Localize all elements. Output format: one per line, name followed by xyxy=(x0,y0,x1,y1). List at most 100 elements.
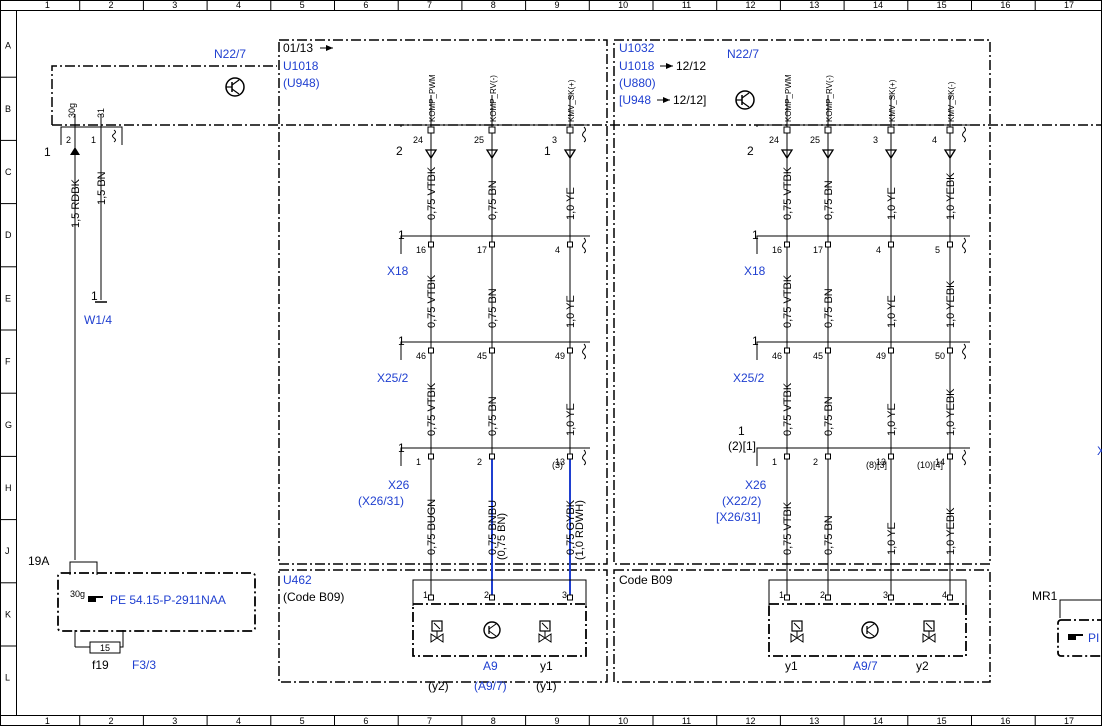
column-label: 15 xyxy=(937,0,947,10)
column-label: 4 xyxy=(236,0,241,10)
wire-column: KMV_SK(+)31,0 YE1,0 YE1,0 YE0,75 GYBK449… xyxy=(552,79,577,601)
column-label: 3 xyxy=(172,0,177,10)
connector-pin: 2 xyxy=(477,457,482,467)
ground-pin: 1 xyxy=(91,289,98,303)
component-pin: 1 xyxy=(779,590,784,600)
connector-pin: 13 xyxy=(876,457,886,467)
column-label: 1 xyxy=(45,716,50,726)
connector-pin: 45 xyxy=(813,351,823,361)
x26-label: X26 xyxy=(388,478,410,492)
signal-label: KMV_SK(+) xyxy=(567,79,576,122)
x26-one: 1 xyxy=(738,424,745,438)
wire-label: 0,75 BN xyxy=(823,180,835,220)
terminal-30g: 30g xyxy=(67,103,77,118)
column-label: 2 xyxy=(109,0,114,10)
u948-label: [U948 xyxy=(619,93,651,107)
pe-partial-link[interactable]: PI xyxy=(1088,631,1099,645)
column-label: 8 xyxy=(491,716,496,726)
n22-7-label: N22/7 xyxy=(727,47,759,61)
n22-7-label: N22/7 xyxy=(214,47,246,61)
column-label: 14 xyxy=(873,716,883,726)
signal-label: KOMP_RV(-) xyxy=(489,75,498,122)
row-label: A xyxy=(5,41,11,51)
column-label: 12 xyxy=(746,0,756,10)
fuse-label: f19 xyxy=(92,658,109,672)
node-2: 2 xyxy=(747,144,754,158)
y1-label: y1 xyxy=(785,659,798,673)
pin-number: 24 xyxy=(769,135,779,145)
y2-alt-label: (y2) xyxy=(428,679,449,693)
wire-label: 0,75 VTBK xyxy=(782,382,794,436)
x26-sub: (10)[4] xyxy=(917,460,943,470)
column-label: 11 xyxy=(682,0,691,10)
pe-ref-link[interactable]: PE 54.15-P-2911NAA xyxy=(110,593,226,607)
mr1-label: MR1 xyxy=(1032,589,1058,603)
terminal-30g-lower: 30g xyxy=(70,589,85,599)
column-label: 15 xyxy=(937,716,947,726)
wire-label: 1,0 YE xyxy=(565,403,577,436)
y1-alt-label: (y1) xyxy=(536,679,557,693)
u880-label: (U880) xyxy=(619,76,656,90)
x26-one: 1 xyxy=(398,441,405,455)
column-label: 10 xyxy=(618,0,628,10)
u948-ref: 12/12] xyxy=(673,93,706,107)
wire-label: 1,0 YE xyxy=(565,295,577,328)
x18-one: 1 xyxy=(752,228,759,242)
wire-label: 0,75 VTBK xyxy=(782,274,794,328)
right-circuit: U1032 U1018 12/12 (U880) [U948 12/12] N2… xyxy=(613,39,991,683)
x26-alt2-label: [X26/31] xyxy=(716,510,761,524)
signal-label: KMV_SK(-) xyxy=(947,81,956,122)
fuse-number: 15 xyxy=(100,643,110,653)
column-label: 17 xyxy=(1064,716,1074,726)
wire-alt-label: (0,75 BN) xyxy=(496,513,508,560)
wire-alt-label: (1,0 RDWH) xyxy=(574,500,586,560)
connector-pin: 45 xyxy=(477,351,487,361)
wire-label: 0,75 VTBK xyxy=(426,274,438,328)
y1-label: y1 xyxy=(540,659,553,673)
x25-label: X25/2 xyxy=(733,371,765,385)
u1018-label: U1018 xyxy=(619,59,655,73)
node-1: 1 xyxy=(44,145,51,159)
a9-label: A9 xyxy=(483,659,498,673)
column-label: 6 xyxy=(363,0,368,10)
left-circuit: N22/7 30g 31 2 1 1 1,5 RDBK 1,5 BN 1 W1/… xyxy=(28,47,1102,672)
fuse-ref: F3/3 xyxy=(132,658,156,672)
row-label: H xyxy=(5,483,12,493)
x26-alt1-label: (X22/2) xyxy=(722,494,761,508)
wire-label: 1,0 YE xyxy=(886,187,898,220)
a9-alt-label: (A9/7) xyxy=(474,679,507,693)
wire-label: 0,75 BN xyxy=(487,180,499,220)
connector-pin: 13 xyxy=(555,457,565,467)
row-label: E xyxy=(5,293,11,303)
wire-label: 1,0 YEBK xyxy=(945,388,957,436)
wire-label: 0,75 BN xyxy=(823,515,835,555)
code-b09-label: Code B09 xyxy=(619,573,673,587)
transistor-icon xyxy=(735,90,755,110)
pin-number: 3 xyxy=(552,135,557,145)
connector-pin: 5 xyxy=(935,245,940,255)
row-label: B xyxy=(5,104,11,114)
x18-label: X18 xyxy=(744,264,766,278)
component-pin: 4 xyxy=(942,590,947,600)
x25-label: X25/2 xyxy=(377,371,409,385)
x25-one: 1 xyxy=(752,334,759,348)
x26-pre: (2)[1] xyxy=(728,439,756,453)
x18-label: X18 xyxy=(387,264,409,278)
wire-label: 0,75 BN xyxy=(823,396,835,436)
wire-label: 1,0 YE xyxy=(886,295,898,328)
column-label: 5 xyxy=(300,0,305,10)
column-label: 17 xyxy=(1064,0,1074,10)
signal-label: KMV_SK(+) xyxy=(888,79,897,122)
wire-column: KOMP_RV(-)250,75 BN0,75 BN0,75 BN0,75 BN… xyxy=(810,75,835,601)
pin-number: 3 xyxy=(873,135,878,145)
ref-0113: 01/13 xyxy=(283,41,313,55)
row-label: F xyxy=(5,357,11,367)
right-component-symbols xyxy=(790,620,936,643)
wire-label: 0,75 GYBK xyxy=(565,499,577,555)
hand-pointer-icon xyxy=(1068,634,1083,640)
hand-pointer-icon xyxy=(88,596,103,602)
node-2: 2 xyxy=(396,144,403,158)
x26-alt-label: (X26/31) xyxy=(358,494,404,508)
